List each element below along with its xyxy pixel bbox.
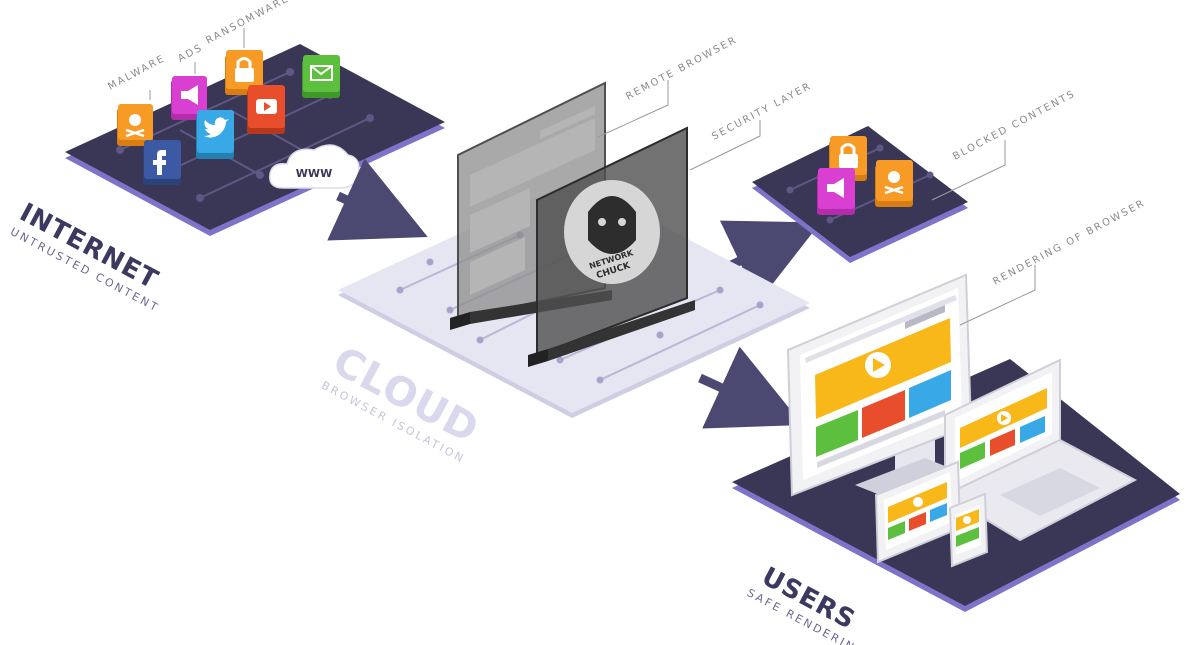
cloud-to-users-arrow xyxy=(698,346,803,429)
blocked-megaphone-icon xyxy=(817,168,855,215)
ads-callout: ADS xyxy=(176,42,205,74)
security-layer-panel: NETWORK CHUCK xyxy=(528,126,695,367)
ads-label: ADS xyxy=(176,42,205,64)
malware-skull-icon xyxy=(117,104,153,146)
phone xyxy=(948,492,989,568)
security-layer-label: SECURITY LAYER xyxy=(710,81,814,143)
laptop xyxy=(942,358,1138,542)
remote-browser-callout: REMOTE BROWSER xyxy=(597,34,739,138)
rendering-callout: RENDERING OF BROWSER xyxy=(959,198,1147,326)
twitter-icon xyxy=(196,110,234,159)
facebook-icon xyxy=(143,140,181,185)
email-icon xyxy=(302,55,340,98)
users-zone-label: USERS SAFE RENDERING xyxy=(745,562,868,645)
blocked-skull-icon xyxy=(875,160,913,207)
www-label: WWW xyxy=(296,167,332,180)
flow-arrows xyxy=(327,158,821,429)
blocked-circuit-nodes xyxy=(786,144,934,224)
malware-callout: MALWARE xyxy=(106,53,168,100)
security-layer-callout: SECURITY LAYER xyxy=(689,81,814,171)
remote-browser-label: REMOTE BROWSER xyxy=(624,34,739,102)
blocked-contents-label: BLOCKED CONTENTS xyxy=(951,88,1077,162)
ads-megaphone-icon xyxy=(171,76,207,120)
youtube-icon xyxy=(247,85,285,134)
internet-zone-label: INTERNET UNTRUSTED CONTENT xyxy=(8,198,163,315)
malware-label: MALWARE xyxy=(106,53,167,93)
blocked-contents-callout: BLOCKED CONTENTS xyxy=(931,88,1078,201)
tablet xyxy=(874,460,962,564)
ransomware-callout: RANSOMWARE xyxy=(204,0,292,48)
rendering-of-browser-label: RENDERING OF BROWSER xyxy=(991,198,1147,288)
network-chuck-logo: NETWORK CHUCK xyxy=(564,180,660,284)
remote-browser-content xyxy=(470,106,595,295)
ransomware-label: RANSOMWARE xyxy=(204,0,291,47)
cloud-to-blocked-arrow xyxy=(719,220,821,302)
internet-to-cloud-arrow xyxy=(327,158,428,241)
